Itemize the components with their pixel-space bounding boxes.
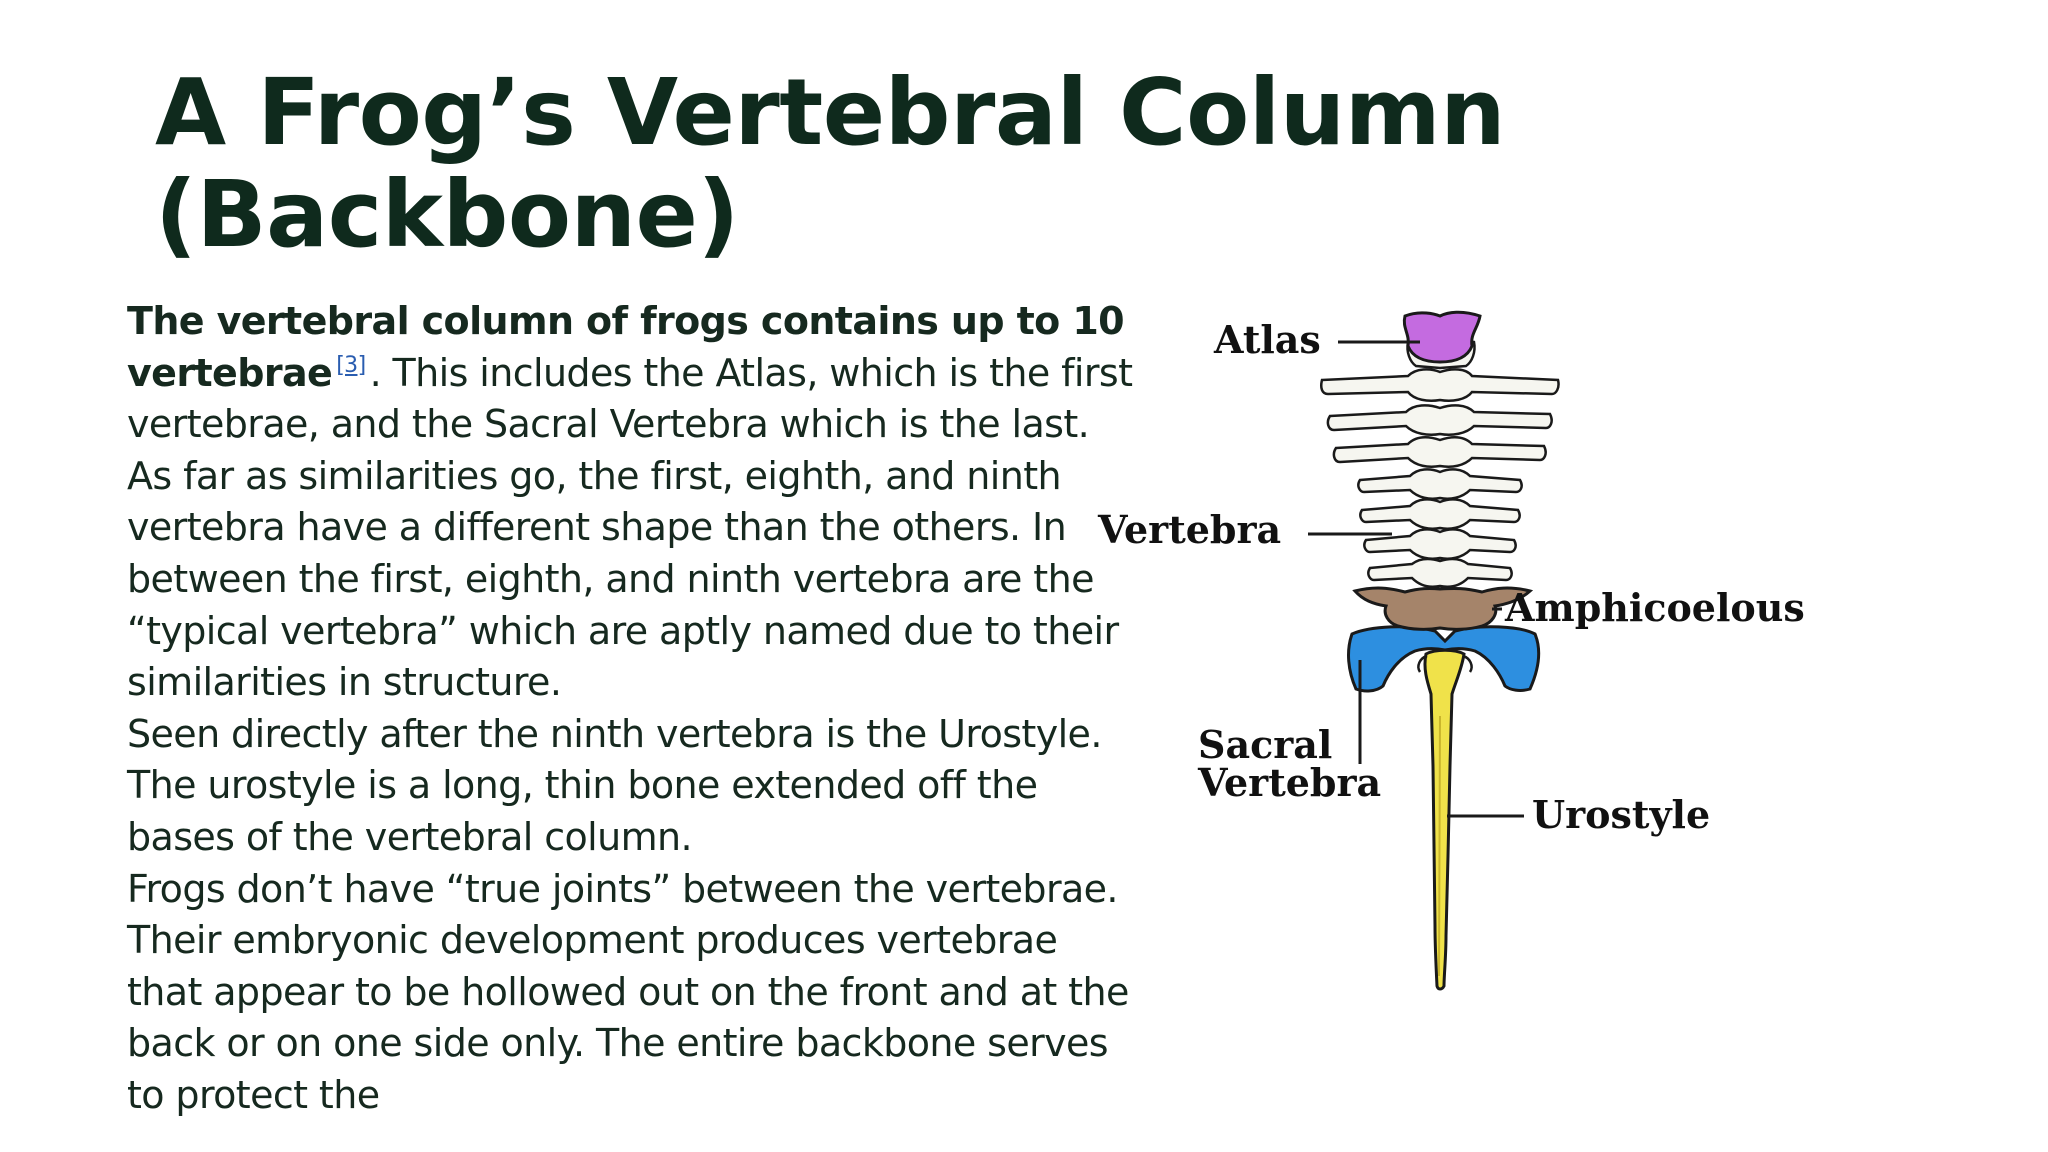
label-vertebra: Vertebra [1097,507,1281,552]
label-amphicoelous: Amphicoelous [1504,585,1805,630]
intro-paragraph: The vertebral column of frogs contains u… [127,296,1137,451]
amphicoelous-vertebra [1352,586,1534,631]
label-urostyle: Urostyle [1532,792,1710,837]
typical-vertebrae [1320,340,1560,588]
label-atlas: Atlas [1213,317,1321,362]
joints-paragraph: Frogs don’t have “true joints” between t… [127,866,1129,1117]
intro-rest-text: . This includes the Atlas, which is the … [127,350,1133,447]
body-text: The vertebral column of frogs contains u… [127,296,1137,1122]
label-sacral: Sacral [1198,722,1332,767]
label-sacral-vertebra: Vertebra [1197,760,1381,805]
intro-bold-text: The vertebral column of frogs contains u… [127,299,1125,395]
atlas-vertebra [1402,310,1482,364]
similarities-paragraph: As far as similarities go, the first, ei… [127,453,1119,705]
urostyle-bone [1417,648,1473,991]
leader-lines [1308,340,1524,818]
slide-title: A Frog’s Vertebral Column (Backbone) [155,59,1506,268]
vertebral-column-diagram: Atlas Vertebra Amphicoelous Sacral Verte… [1097,310,1805,991]
citation-link[interactable]: [3] [336,352,366,378]
urostyle-paragraph: Seen directly after the ninth vertebra i… [127,711,1102,859]
